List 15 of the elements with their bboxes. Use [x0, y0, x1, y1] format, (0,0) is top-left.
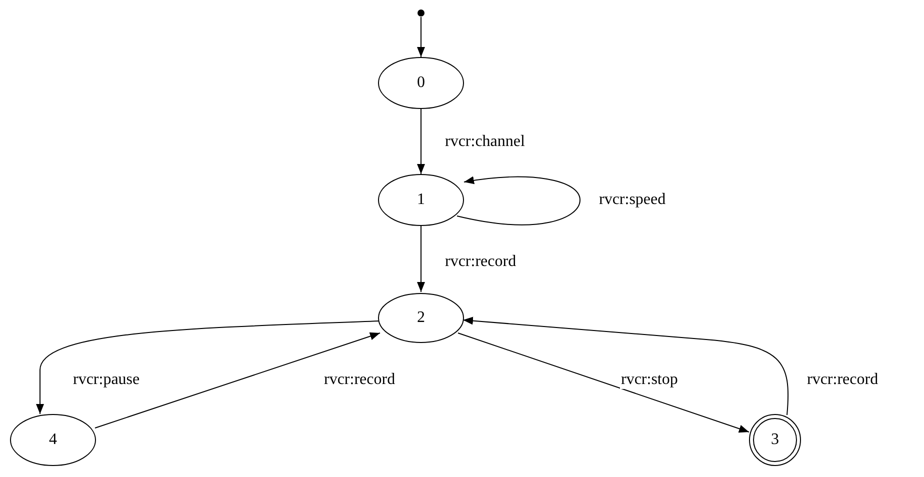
arrow: [462, 316, 788, 416]
state-label: 0: [417, 75, 425, 91]
state-label: 3: [771, 432, 779, 448]
arrow: [36, 320, 380, 414]
arrow: [94, 332, 380, 428]
arrow: [417, 16, 425, 58]
state-label: 4: [49, 432, 57, 448]
arrow: [417, 108, 425, 174]
arrow: [456, 176, 580, 226]
state-label: 2: [417, 310, 425, 326]
start-dot: [417, 9, 425, 17]
arrow: [417, 226, 425, 292]
edge-label: rvcr:speed: [598, 191, 667, 209]
state-label: 1: [417, 192, 425, 208]
arrow: [458, 332, 750, 433]
